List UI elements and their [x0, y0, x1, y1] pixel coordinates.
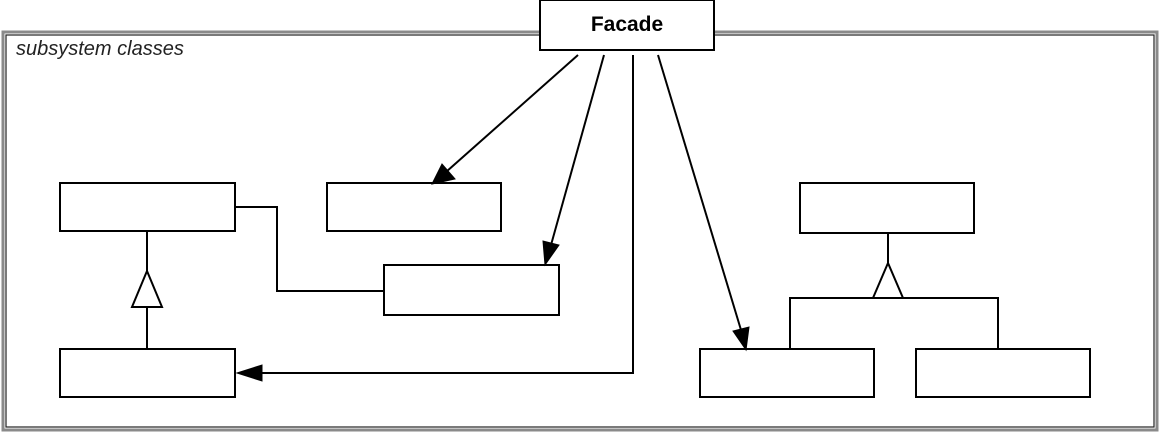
- class-box-top-center: [326, 182, 502, 232]
- class-box-bottom-right: [915, 348, 1091, 398]
- class-box-top-right: [799, 182, 975, 234]
- facade-arrow-to-middle-center-head: [542, 240, 560, 267]
- facade-class-label: Facade: [591, 13, 663, 36]
- facade-arrow-to-middle-center-line: [550, 54, 605, 246]
- facade-arrow-to-bottom-center-right: [657, 54, 750, 352]
- class-box-bottom-center-right: [699, 348, 875, 398]
- facade-arrow-to-top-center-line: [445, 54, 579, 173]
- package-label: subsystem classes: [16, 38, 184, 60]
- facade-arrow-to-bottom-center-right-head: [732, 326, 750, 352]
- inheritance-left-triangle: [130, 268, 164, 308]
- facade-arrow-to-top-center-head: [431, 163, 456, 185]
- facade-arrow-to-bottom-left-head: [235, 364, 263, 382]
- facade-arrow-to-top-center: [431, 54, 579, 185]
- inheritance-right: [789, 233, 999, 349]
- association-top-left-to-middle: [235, 206, 384, 292]
- facade-arrow-to-bottom-center-right-line: [657, 54, 742, 331]
- facade-arrow-to-bottom-left-line: [258, 55, 634, 374]
- facade-class-box: [539, 0, 715, 51]
- facade-class: Facade: [539, 0, 715, 51]
- class-box-bottom-left: [59, 348, 236, 398]
- facade-arrow-to-bottom-left: [235, 55, 634, 382]
- class-box-middle-center: [383, 264, 560, 316]
- inheritance-right-branch: [789, 297, 999, 349]
- facade-arrow-to-middle-center: [542, 54, 605, 267]
- class-box-top-left: [59, 182, 236, 232]
- inheritance-left: [130, 231, 164, 349]
